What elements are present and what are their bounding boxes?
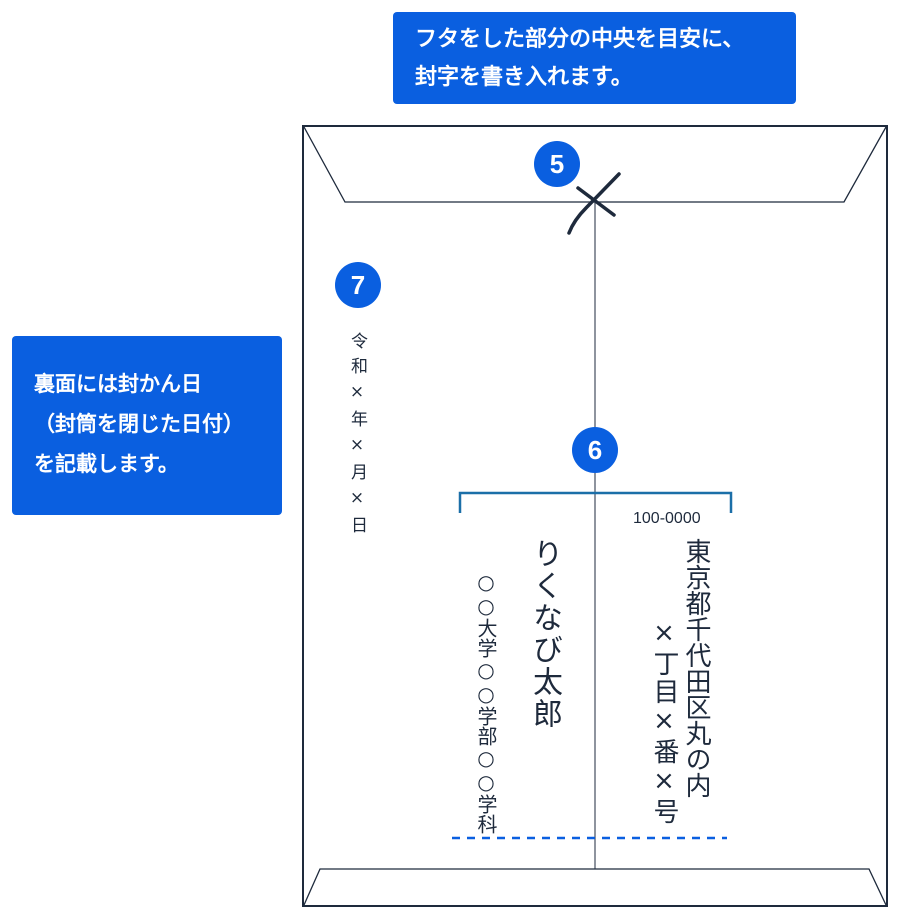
callout-text-line: フタをした部分の中央を目安に、 (415, 27, 745, 52)
envelope-outline (302, 125, 888, 907)
address-line-2: ×丁目×番×号 (649, 618, 679, 826)
callout-text-line: を記載します。 (34, 452, 179, 476)
callout-text-line: （封筒を閉じた日付） (34, 412, 244, 436)
sender-area-bracket (458, 491, 733, 513)
marker-badge-return-address: 6 (572, 427, 618, 473)
marker-badge-seal: 5 (534, 141, 580, 187)
marker-badge-date: 7 (335, 262, 381, 308)
sender-affiliation: ○○大学○○学部○○学科 (474, 570, 498, 834)
callout-text-line: 封字を書き入れます。 (415, 65, 633, 90)
seal-mark-icon-stroke (567, 172, 621, 235)
seal-instruction-callout: フタをした部分の中央を目安に、 封字を書き入れます。 (393, 12, 796, 104)
address-line-1: 東京都千代田区丸の内 (681, 538, 711, 798)
postal-code: 100-0000 (633, 510, 701, 527)
seal-mark-icon (576, 186, 616, 217)
callout-text-line: 裏面には封かん日 (34, 372, 202, 396)
sealing-date: 令和×年×月×日 (347, 332, 367, 541)
envelope-top-flap (303, 126, 887, 203)
envelope-bottom-flap (303, 868, 887, 906)
date-instruction-callout: 裏面には封かん日 （封筒を閉じた日付） を記載します。 (12, 336, 282, 515)
sender-name: りくなび太郎 (527, 538, 562, 730)
